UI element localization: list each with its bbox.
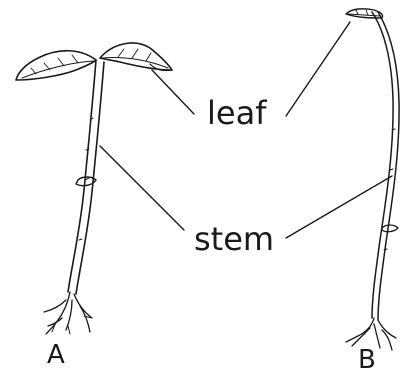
plant-a-roots (44, 292, 92, 334)
plant-a-right-leaf (100, 43, 172, 70)
stem-label: stem (194, 220, 274, 258)
plant-b (346, 9, 399, 350)
plant-b-node (382, 225, 398, 232)
plant-b-label: B (358, 345, 376, 375)
leaf-label: leaf (207, 94, 266, 132)
plant-a-left-leaf (16, 51, 96, 80)
leaf-pointer-a (152, 70, 194, 114)
plant-a (16, 43, 172, 334)
plant-b-stem (372, 12, 399, 320)
stem-pointer-b (286, 176, 392, 238)
stem-pointer-a (100, 146, 184, 230)
leaf-pointer-b (286, 22, 350, 116)
plant-b-leaf (346, 9, 383, 18)
plant-a-label: A (47, 340, 65, 370)
